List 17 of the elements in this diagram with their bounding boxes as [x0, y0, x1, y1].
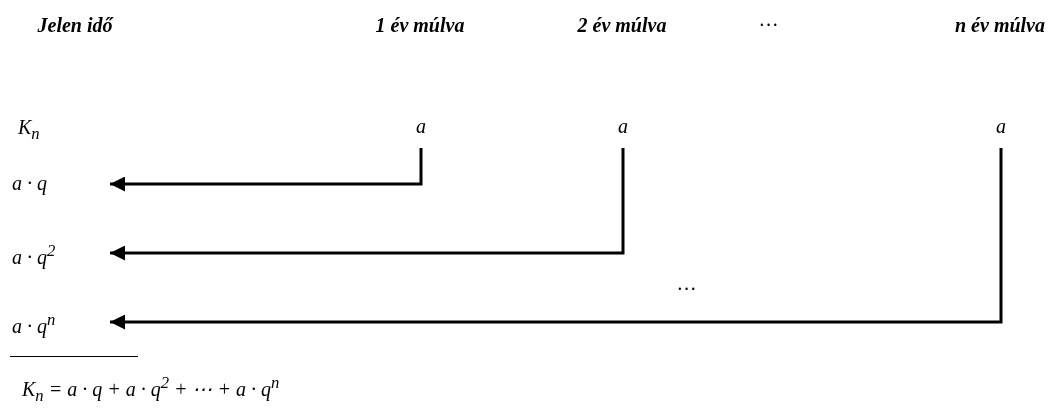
column-heading: 1 év múlva [374, 14, 466, 36]
variable-label: K$_{n}$ [18, 116, 40, 145]
present-value-term: a · q$^{n}$ [12, 308, 108, 336]
column-heading: Jelen idő [36, 14, 115, 36]
ellipsis: … [760, 8, 778, 30]
payment-amount: a [410, 114, 432, 140]
ellipsis: … [678, 272, 696, 294]
payment-amount: a [990, 114, 1012, 140]
present-value-term: a · q [12, 171, 108, 197]
present-value-term: a · q$^{2}$ [12, 239, 108, 267]
arrow [110, 148, 625, 261]
arrow [110, 148, 1003, 330]
column-heading: n év múlva [954, 14, 1046, 36]
column-heading: 2 év múlva [576, 14, 668, 36]
sum-formula: K$_{n}$ = a · q + a · q$^{2}$ + ⋯ + a · q$^{n}$ [22, 372, 280, 407]
arrow [110, 148, 423, 192]
payment-amount: a [612, 114, 634, 140]
